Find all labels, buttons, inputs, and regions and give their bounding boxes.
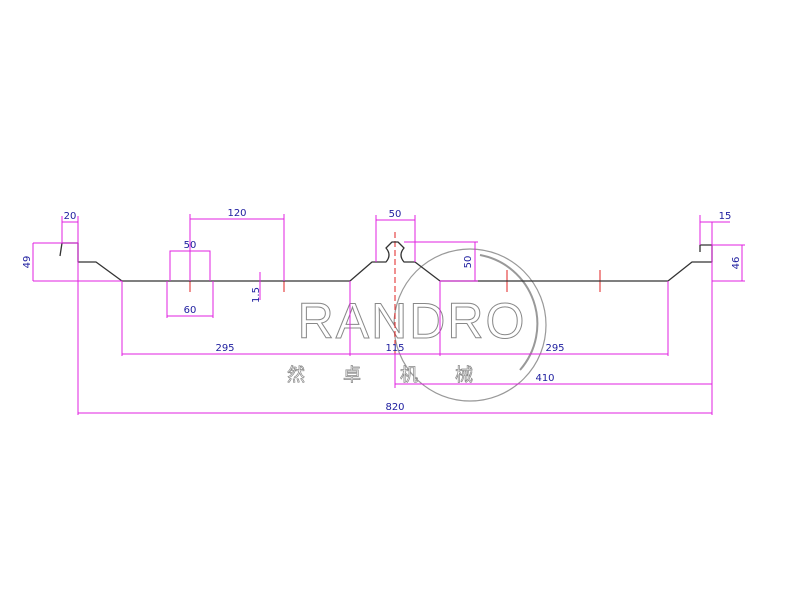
dim-right-height: 46 — [731, 257, 742, 270]
watermark-circle — [393, 248, 547, 402]
dim-stiffener-top: 50 — [184, 240, 197, 251]
dim-left-height: 49 — [22, 256, 33, 269]
dim-rib-half: 115 — [385, 343, 404, 354]
watermark-cn-1: 然 — [287, 365, 305, 386]
watermark-swoosh — [479, 254, 539, 371]
dim-thickness: 1.5 — [251, 287, 262, 303]
watermark-cn-4: 械 — [455, 365, 473, 386]
watermark-cn-2: 卓 — [343, 365, 361, 386]
dim-rib-height: 50 — [463, 256, 474, 269]
dim-right-flange: 15 — [719, 211, 732, 222]
watermark-logo: RANDRO 然 卓 机 械 — [287, 248, 547, 402]
dim-stiffener-bottom: 60 — [184, 305, 197, 316]
dimension-labels: 49 20 120 50 60 1.5 50 50 295 115 295 41… — [22, 208, 742, 413]
dim-left-flange: 20 — [64, 211, 77, 222]
dimension-lines — [32, 214, 745, 415]
dim-pan-left: 295 — [215, 343, 234, 354]
dim-pan-right: 295 — [545, 343, 564, 354]
dim-half-width: 410 — [535, 373, 554, 384]
watermark-cn-3: 机 — [400, 365, 418, 386]
watermark-brand: RANDRO — [298, 293, 527, 349]
dim-stiffener-spacing: 120 — [227, 208, 246, 219]
dim-rib-top: 50 — [389, 209, 402, 220]
panel-profile — [59, 241, 713, 282]
dim-total-width: 820 — [385, 402, 404, 413]
